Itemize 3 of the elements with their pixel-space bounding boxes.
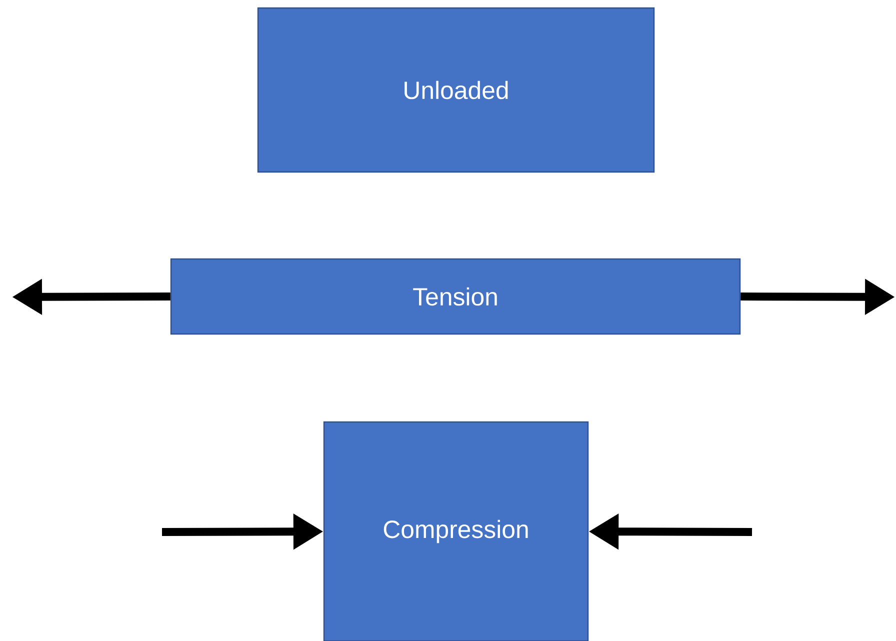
box: Tension [170, 258, 741, 335]
box: Compression [323, 421, 589, 641]
box: Unloaded [257, 7, 655, 173]
